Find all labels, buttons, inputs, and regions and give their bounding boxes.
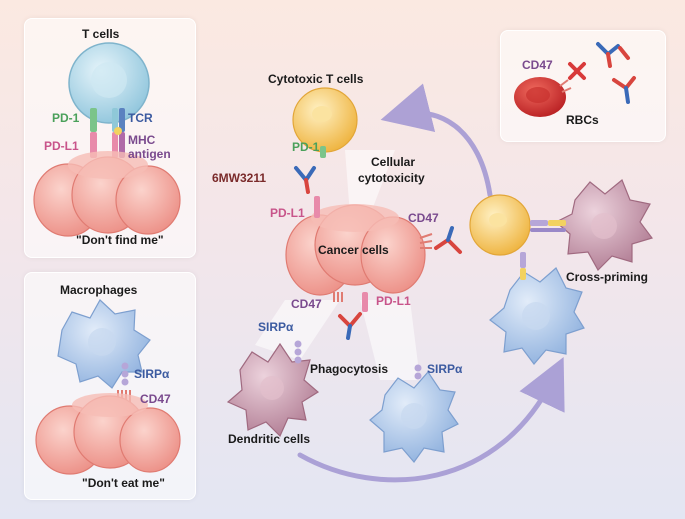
- right-macrophage: [489, 267, 585, 365]
- macrophage-panel-title: Macrophages: [60, 283, 138, 297]
- macrophage-sirpa-label: SIRPα: [134, 367, 170, 381]
- tcell-antigen-label: antigen: [128, 147, 171, 161]
- macrophage-panel-cancer: [35, 393, 181, 475]
- main-dendritic-cell: [226, 342, 320, 438]
- tcell-tcr-label: TCR: [128, 111, 153, 125]
- main-cancer-cells: [285, 204, 426, 296]
- main-cd47-bottom-label: CD47: [291, 297, 322, 311]
- rbc-panel-title: RBCs: [566, 113, 599, 127]
- tcell-mhc-label: MHC: [128, 133, 156, 147]
- rbc-antibody-1: [596, 42, 630, 68]
- cellular-label-1: Cellular: [371, 155, 416, 169]
- right-dendritic: [554, 179, 653, 271]
- main-macrophage: [369, 371, 459, 463]
- main-pdl1-left-label: PD-L1: [270, 206, 305, 220]
- main-sirpa-right-label: SIRPα: [427, 362, 463, 376]
- antibody-name-label: 6MW3211: [212, 171, 267, 185]
- antibody-right: [434, 226, 462, 254]
- macrophage-panel-caption: "Don't eat me": [82, 476, 165, 490]
- tcell-panel-cancer: [33, 151, 181, 237]
- arrow-to-cytotoxic: [380, 83, 493, 198]
- macrophage-cd47-label: CD47: [140, 392, 171, 406]
- tcell-panel-title: T cells: [82, 27, 120, 41]
- rbc-cross-icon: [568, 62, 586, 80]
- dendritic-cells-label: Dendritic cells: [228, 432, 311, 446]
- cytotoxic-tcell: [292, 87, 358, 153]
- main-sirpa-left-label: SIRPα: [258, 320, 294, 334]
- antibody-bottom: [338, 312, 362, 340]
- antibody-6mw3211-left: [294, 166, 316, 194]
- tcell-panel-tcell: [68, 42, 150, 124]
- cellular-label-2: cytotoxicity: [358, 171, 425, 185]
- beam-cytotoxicity: [345, 150, 395, 215]
- cross-priming-label: Cross-priming: [566, 270, 649, 284]
- tcell-pd1-label: PD-1: [52, 111, 80, 125]
- tcell-pdl1-label: PD-L1: [44, 139, 79, 153]
- cancer-cells-label: Cancer cells: [318, 243, 389, 257]
- phagocytosis-label: Phagocytosis: [310, 362, 389, 376]
- arrow-cross-priming: [297, 356, 565, 483]
- rbc-cd47-label: CD47: [522, 58, 553, 72]
- rbc-antibody-2: [612, 76, 636, 104]
- beam-right: [360, 300, 420, 380]
- main-cd47-right-label: CD47: [408, 211, 439, 225]
- main-pdl1-bottom-label: PD-L1: [376, 294, 411, 308]
- right-tcell: [469, 194, 531, 256]
- beam-left: [255, 300, 340, 360]
- cytotoxic-tcells-label: Cytotoxic T cells: [268, 72, 364, 86]
- rbc-cell: [514, 77, 566, 117]
- tcell-panel-caption: "Don't find me": [76, 233, 164, 247]
- main-pd1-label: PD-1: [292, 140, 320, 154]
